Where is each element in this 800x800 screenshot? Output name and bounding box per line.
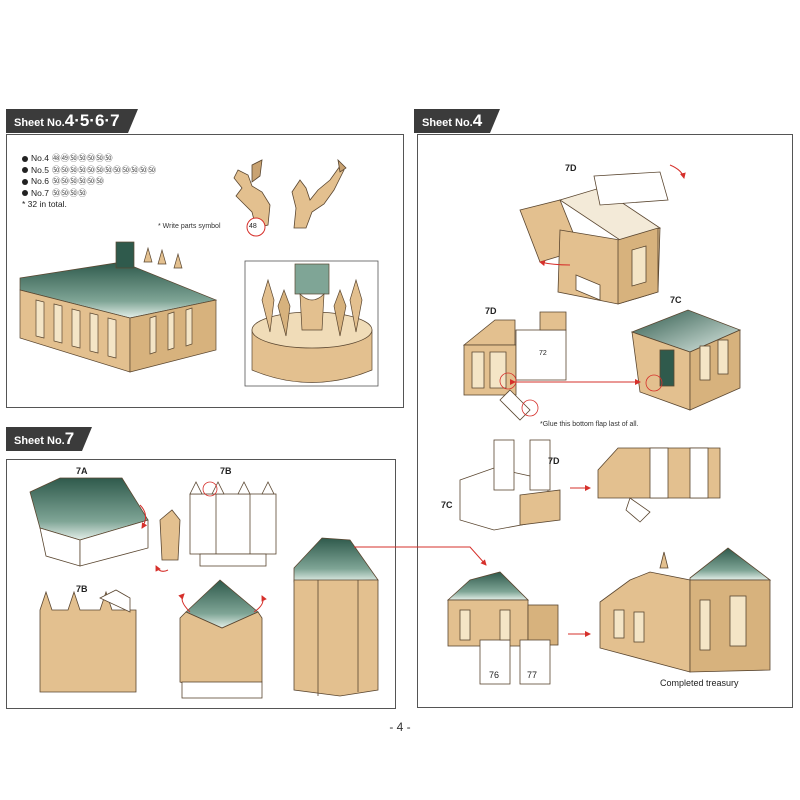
cathedral-model xyxy=(19,241,218,373)
label-7b-top: 7B xyxy=(220,466,232,476)
page-number: - 4 - xyxy=(389,720,411,734)
legend-total: * 32 in total. xyxy=(22,199,67,209)
tab-sheets-4567: Sheet No.4·5·6·7 xyxy=(6,109,138,133)
sheet4-lower-left xyxy=(459,439,561,531)
sheet7-tower-roof xyxy=(179,579,263,699)
claw-part-left xyxy=(233,159,271,229)
label-76: 76 xyxy=(489,670,500,680)
sheet7-7B-net xyxy=(189,481,277,567)
label-72: 72 xyxy=(539,350,547,357)
tab-sheet-7: Sheet No.7 xyxy=(6,427,93,451)
rotate-arrow-roof-r xyxy=(253,595,267,613)
label-7d-mid: 7D xyxy=(485,306,497,316)
label-parts-48: 48 xyxy=(249,223,257,230)
tab-sheet-4: Sheet No.4 xyxy=(414,109,501,133)
claw-part-right xyxy=(291,158,347,229)
tower-to-model-arrow xyxy=(354,546,487,566)
label-7c-mid: 7C xyxy=(670,295,682,305)
completed-treasury xyxy=(599,547,772,673)
rotate-arrow-7a xyxy=(139,504,148,529)
rotate-arrow-left xyxy=(539,260,571,267)
rotate-arrow-roof-l xyxy=(178,593,191,613)
sheet4-top-assembly xyxy=(519,171,669,305)
sheet4-lower-right xyxy=(597,447,721,523)
caption-completed-treasury: Completed treasury xyxy=(660,678,739,688)
sheet7-tower-complete xyxy=(293,537,379,697)
sheet7-7B-piece xyxy=(159,509,181,561)
label-77: 77 xyxy=(527,670,538,680)
sheet7-7A xyxy=(29,477,149,567)
note-glue-flap: *Glue this bottom flap last of all. xyxy=(540,421,639,428)
glue-flap-marker xyxy=(521,399,539,417)
sheet7-7B-marker xyxy=(202,481,218,497)
label-7d-top: 7D xyxy=(565,163,577,173)
glue-marker-right xyxy=(645,374,663,392)
sheet4-mid-right xyxy=(630,309,742,411)
label-7c-low: 7C xyxy=(441,500,453,510)
sheet4-mid-left xyxy=(462,311,567,421)
label-7d-low: 7D xyxy=(548,456,560,466)
detail-inset-drawing xyxy=(251,263,373,383)
note-write-parts: * Write parts symbol xyxy=(158,223,221,230)
rotate-arrow-7b xyxy=(155,565,169,572)
sheet4-bottom-left xyxy=(446,571,559,685)
label-7a: 7A xyxy=(76,466,88,476)
glue-marker-left xyxy=(499,372,517,390)
rotate-arrow-right xyxy=(669,164,686,179)
sheet7-7B-folded xyxy=(39,589,137,693)
label-7b-low: 7B xyxy=(76,584,88,594)
parts-symbol-circle xyxy=(246,217,266,237)
